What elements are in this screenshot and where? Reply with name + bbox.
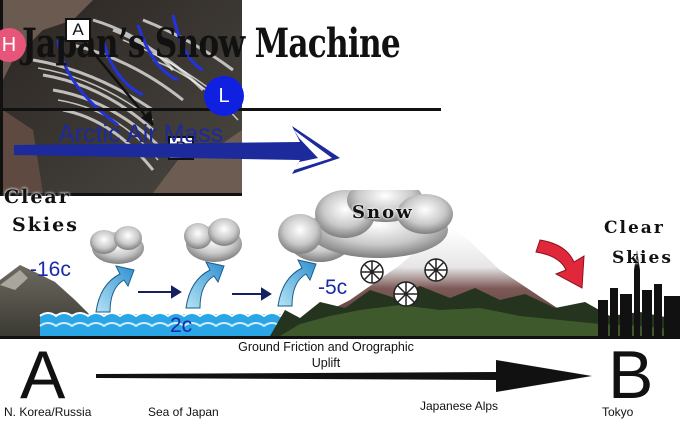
location-tokyo: Tokyo bbox=[602, 405, 634, 419]
uplift-label: Ground Friction and Orographic Uplift bbox=[238, 340, 414, 370]
landscape-scene bbox=[0, 190, 680, 336]
location-sea-of-japan: Sea of Japan bbox=[148, 405, 219, 419]
clear-skies-right-line1: Clear bbox=[604, 218, 665, 238]
point-a: A bbox=[20, 337, 66, 413]
cloud-small-2 bbox=[184, 218, 242, 262]
snow-label: Snow bbox=[352, 202, 414, 223]
snowflake-icons bbox=[360, 258, 448, 307]
clear-skies-left-line2: Skies bbox=[12, 214, 79, 236]
divider-bottom bbox=[0, 336, 680, 339]
cloud-large bbox=[278, 190, 453, 258]
flow-arrows bbox=[138, 285, 272, 301]
temp-air-start: -16c bbox=[30, 258, 71, 281]
location-japanese-alps: Japanese Alps bbox=[420, 399, 499, 413]
clear-skies-right-line2: Skies bbox=[612, 248, 673, 268]
cloud-small-1 bbox=[90, 226, 144, 264]
uplift-arrows bbox=[95, 259, 317, 313]
clear-skies-left-line1: Clear bbox=[4, 186, 71, 208]
arctic-air-label: Arctic Air Mass bbox=[58, 120, 224, 148]
location-n-korea-russia: N. Korea/Russia bbox=[4, 405, 92, 419]
sat-box-a: A bbox=[65, 18, 91, 42]
a-to-b-arrow bbox=[96, 360, 592, 392]
high-pressure-icon: H bbox=[0, 28, 26, 62]
low-pressure-icon: L bbox=[204, 76, 244, 116]
red-downslope-arrow bbox=[535, 239, 585, 289]
temp-sea: 2c bbox=[170, 314, 193, 337]
temp-air-end: -5c bbox=[318, 276, 348, 299]
arctic-air-arrow bbox=[14, 126, 340, 174]
point-b: B bbox=[608, 337, 654, 413]
